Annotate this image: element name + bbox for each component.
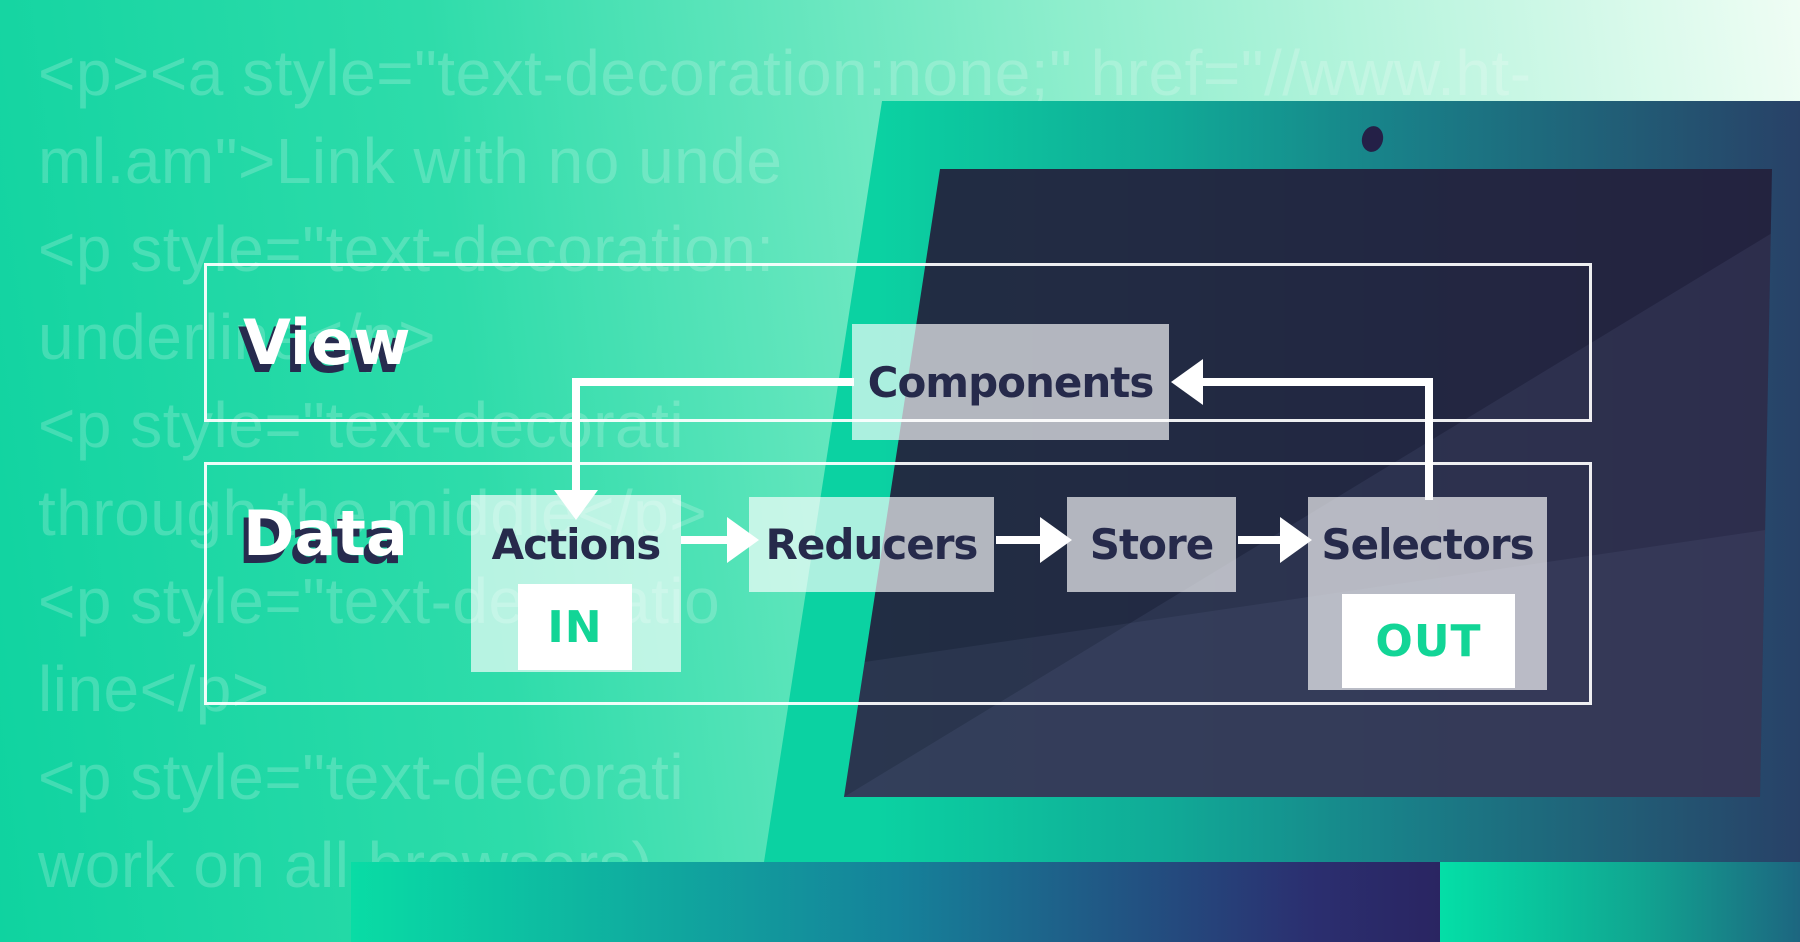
background-code-line: line</p> (38, 653, 270, 725)
node-selectors-label: Selectors (1321, 520, 1534, 569)
connector-reducers-to-store (996, 536, 1040, 544)
connector-components-to-actions-vertical (572, 378, 580, 492)
node-reducers-label: Reducers (765, 520, 979, 569)
connector-selectors-to-components-vertical (1425, 378, 1433, 500)
node-actions-label: Actions (491, 520, 662, 569)
bottom-bar-green (1440, 862, 1800, 942)
background-code-line: <p style="text-decoration: (38, 213, 775, 285)
connector-selectors-to-components-horizontal (1203, 378, 1433, 386)
connector-store-to-selectors (1238, 536, 1280, 544)
node-store: Store (1067, 497, 1236, 592)
arrowhead-into-components-icon (1171, 359, 1203, 405)
background-code-line: underline</p> (38, 301, 436, 373)
node-reducers: Reducers (749, 497, 994, 592)
node-store-label: Store (1089, 520, 1214, 569)
arrowhead-into-selectors-icon (1280, 517, 1312, 563)
data-lane-label: Data (243, 497, 408, 570)
node-components-label: Components (867, 358, 1155, 407)
connector-actions-to-reducers (681, 536, 727, 544)
bottom-bar-navy (351, 862, 1440, 942)
background-code-line: <p><a style="text-decoration:none;" href… (38, 37, 1532, 109)
view-lane-label: View (243, 306, 411, 379)
out-badge: OUT (1342, 594, 1515, 688)
node-components: Components (852, 324, 1169, 440)
arrowhead-into-store-icon (1040, 517, 1072, 563)
background-code-line: <p style="text-decorati (38, 741, 685, 813)
data-lane-outline (204, 462, 1592, 705)
in-badge: IN (518, 584, 632, 670)
connector-components-to-actions-horizontal (576, 378, 854, 386)
background-code-line: ml.am">Link with no unde (38, 125, 783, 197)
